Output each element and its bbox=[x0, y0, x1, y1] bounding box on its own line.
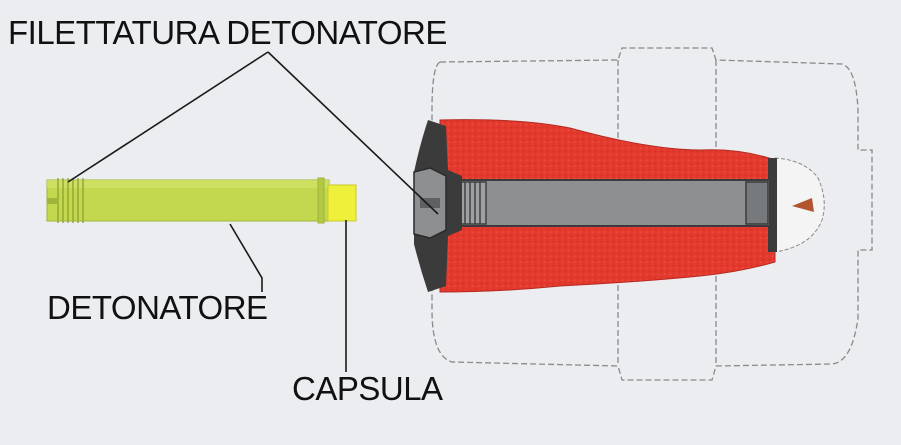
leader-filettatura-right bbox=[267, 51, 439, 215]
detonator-threads bbox=[57, 178, 84, 223]
label-detonatore: DETONATORE bbox=[47, 289, 268, 326]
detonator-illustration bbox=[46, 177, 357, 224]
label-filettatura-detonatore: FILETTATURA DETONATORE bbox=[8, 14, 447, 51]
well-end-block bbox=[745, 181, 769, 225]
leader-lines bbox=[67, 51, 439, 372]
fuze-slot bbox=[420, 198, 440, 208]
leader-detonatore bbox=[229, 223, 263, 292]
leader-filettatura-left bbox=[67, 51, 269, 183]
label-capsula: CAPSULA bbox=[292, 370, 443, 407]
detonator-well bbox=[439, 179, 771, 227]
capsule bbox=[327, 184, 357, 222]
rim-plate bbox=[768, 158, 777, 252]
nose-tip bbox=[792, 198, 814, 212]
